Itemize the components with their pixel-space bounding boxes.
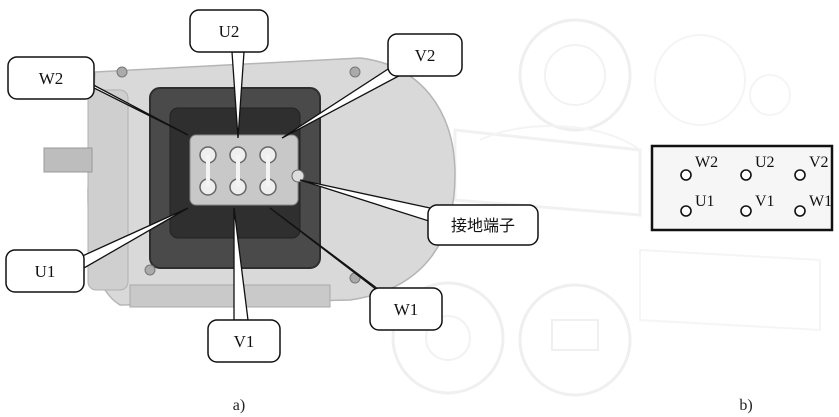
callout-u2-label: U2 (219, 22, 240, 41)
callout-ground-label: 接地端子 (451, 216, 515, 235)
motor-base (130, 285, 330, 307)
motor-shaft (44, 148, 92, 172)
caption-a: a) (233, 397, 245, 414)
callout-v1-label: V1 (234, 332, 255, 351)
terminal-schematic-box (652, 146, 832, 230)
callout-v2-label: V2 (415, 46, 436, 65)
terminal-v1-label: V1 (755, 193, 775, 210)
terminal-w2-label: W2 (695, 154, 718, 171)
motor-illustration (44, 58, 455, 307)
terminal-schematic: W2 U2 V2 U1 V1 W1 (652, 146, 832, 230)
caption-b: b) (739, 397, 752, 414)
callout-u1-label: U1 (35, 262, 56, 281)
callout-w1-label: W1 (394, 300, 419, 319)
callout-w2-label: W2 (39, 69, 64, 88)
terminal-u2-label: U2 (755, 154, 775, 171)
terminal-v2-label: V2 (809, 154, 829, 171)
terminal-w1-label: W1 (809, 193, 832, 210)
terminal-u1-label: U1 (695, 193, 715, 210)
